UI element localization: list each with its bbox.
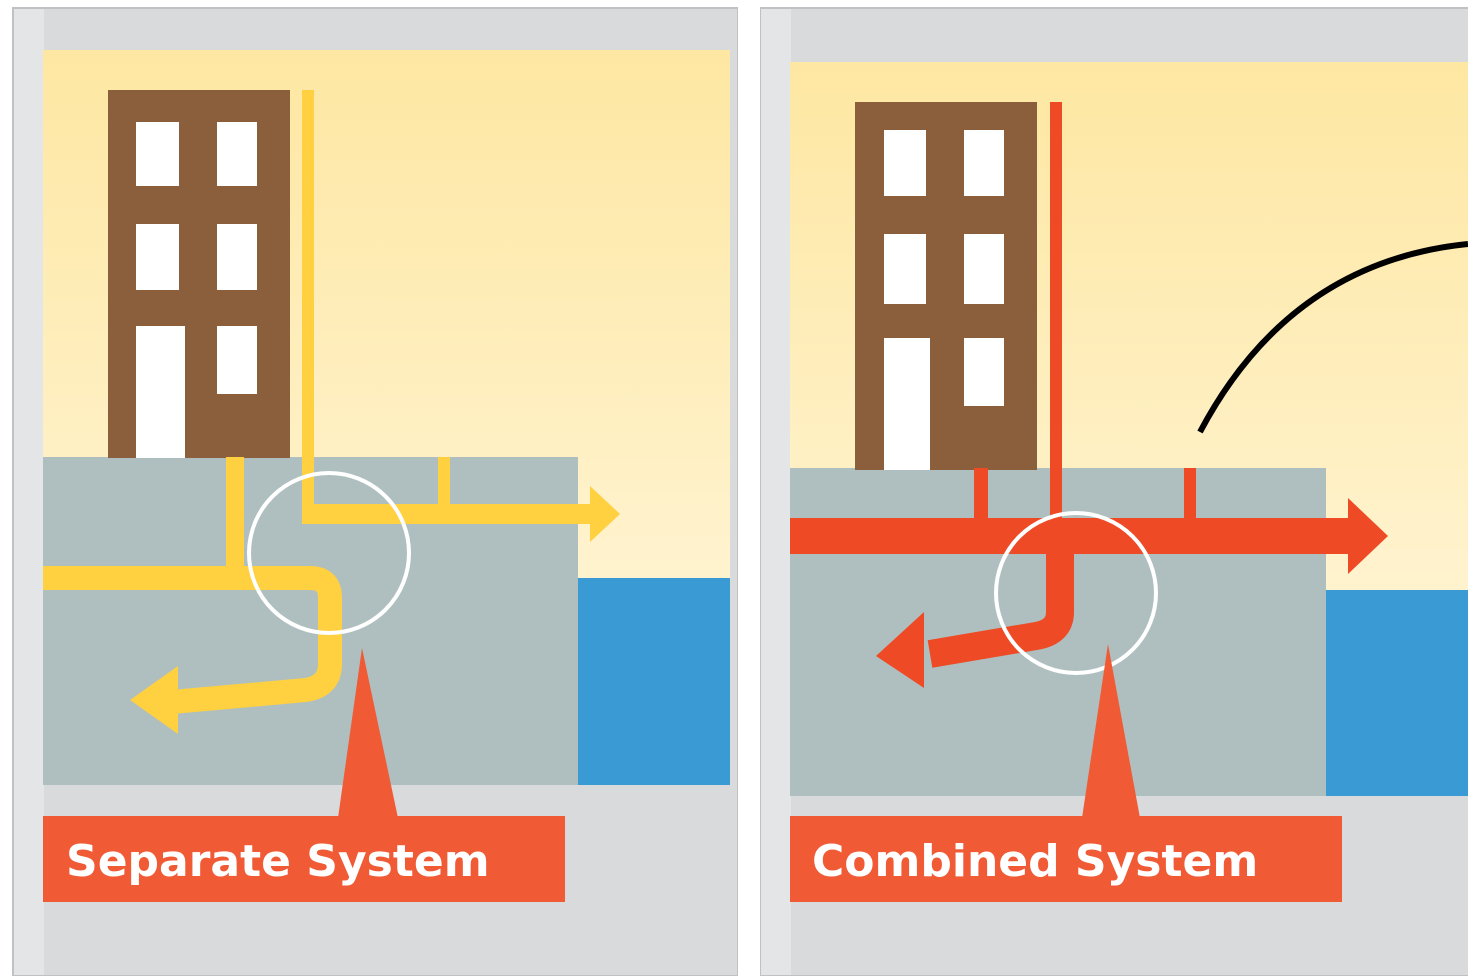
panel-separate-system: Separate System [12,7,739,976]
sanitary-arrow-head [130,666,178,734]
building-window [136,224,179,290]
building-drain-pipe [226,457,244,577]
building-window [964,338,1004,406]
downspout-pipe [1050,102,1062,522]
combined-branch-pipe [927,546,1074,668]
crossing-highlight-circle [994,511,1158,675]
water-body [1326,590,1468,796]
stormwater-pipe [302,90,620,542]
panel-inner-shade [761,9,791,975]
downspout-pipe [302,90,314,520]
roof-drain-branch [1184,468,1196,522]
building-window [217,326,257,394]
combined-arrow-head [1348,498,1388,574]
combined-sewer-pipe [790,102,1388,688]
building-window [964,234,1004,304]
callout-pointer [1082,644,1140,818]
water-body [578,578,730,785]
rain-arc-line [1197,241,1468,434]
crossing-highlight-circle [247,471,411,635]
building-window [217,122,257,186]
roof-drain-branch [438,457,450,509]
apartment-building [855,102,1037,470]
label-background [43,816,565,902]
callout-pointer [338,648,398,818]
system-label: Combined System [812,836,1258,887]
building-body [855,102,1037,470]
building-window [964,130,1004,196]
panel-combined-system: Combined System [759,7,1468,976]
storm-main-pipe [302,504,592,524]
system-label-box: Separate System [43,816,565,902]
building-window [217,224,257,290]
building-door [136,326,185,458]
label-background [790,816,1342,902]
building-window [884,234,926,304]
building-window [884,130,926,196]
panel-inner-shade [14,9,44,975]
system-label-box: Combined System [790,816,1342,902]
storm-arrow-head [590,486,620,542]
building-body [108,90,290,458]
building-window [136,122,179,186]
panel-divider [738,0,760,976]
building-drain-pipe [974,468,988,522]
combined-branch-arrow-head [876,612,924,688]
building-door [884,338,930,470]
system-label: Separate System [66,836,490,887]
apartment-building [108,90,290,458]
